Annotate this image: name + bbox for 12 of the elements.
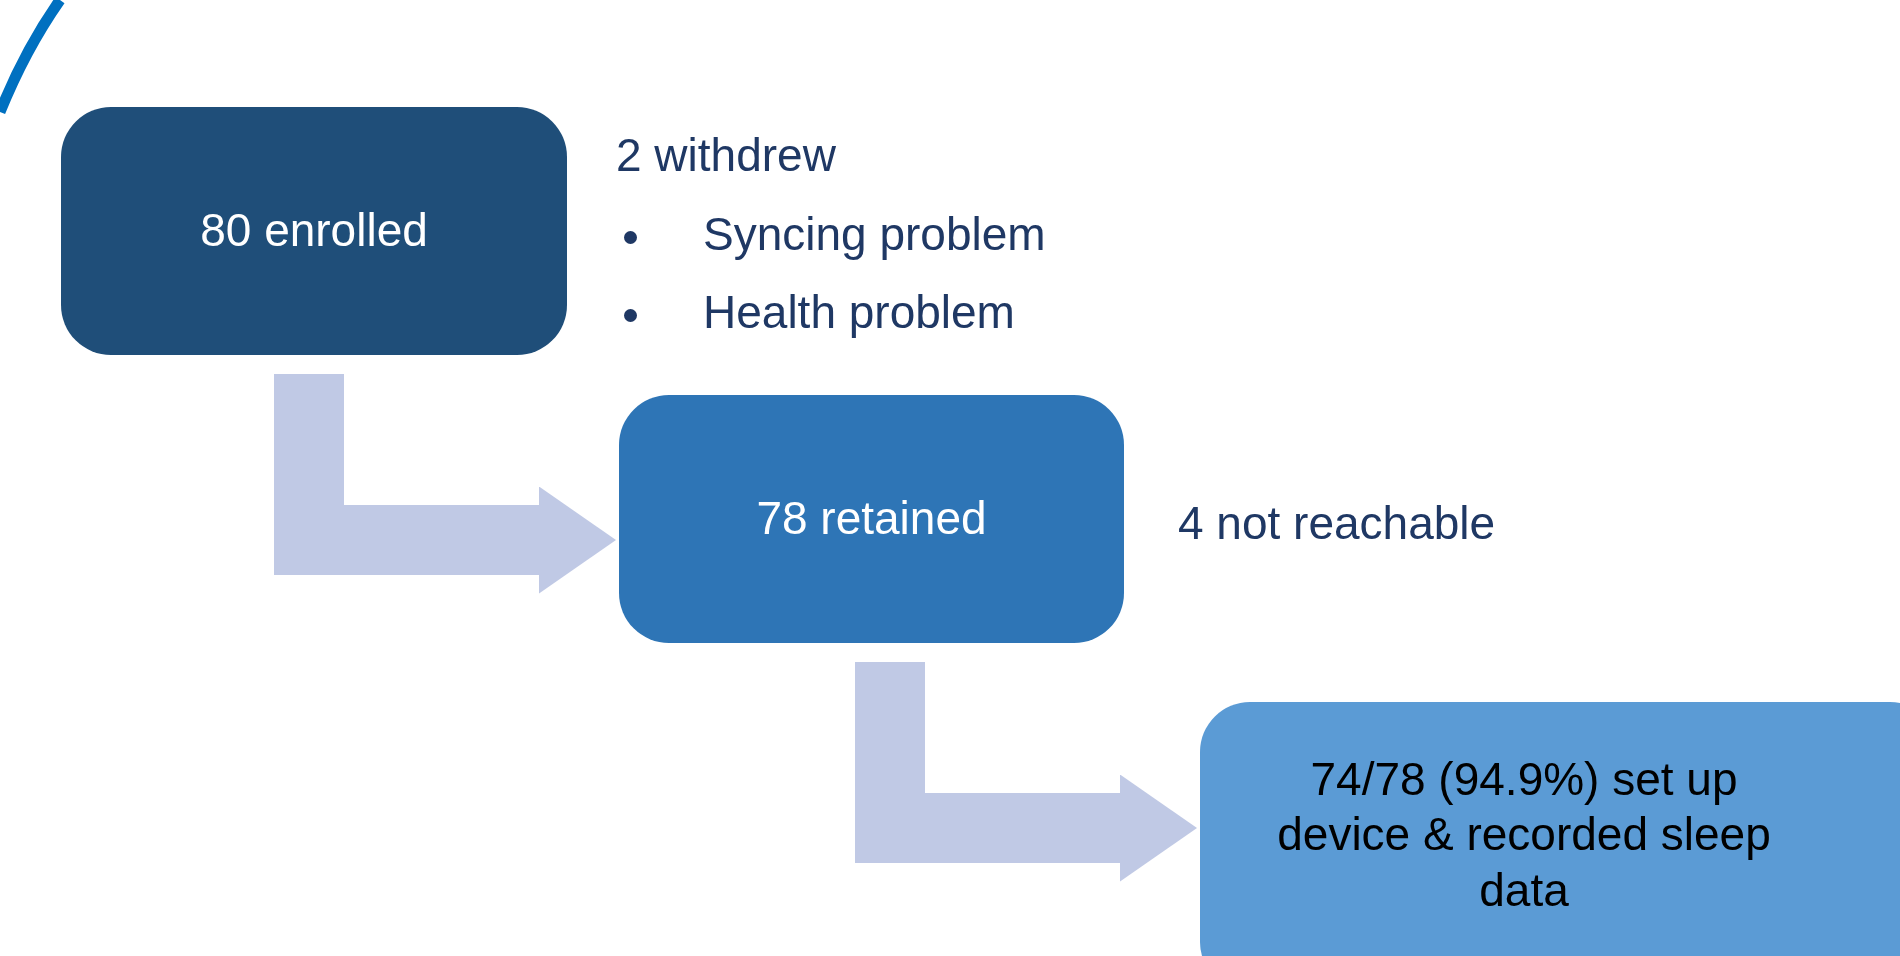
- box-text: 80 enrolled: [200, 203, 428, 259]
- note-text: 2 withdrew: [616, 128, 836, 183]
- block-arrow: [274, 374, 616, 594]
- note-text: Health problem: [703, 285, 1015, 340]
- box-text: 74/78 (94.9%) set up device & recorded sleep data: [1276, 752, 1772, 918]
- note-text: 4 not reachable: [1178, 496, 1496, 551]
- note-text: Syncing problem: [703, 207, 1046, 262]
- block-arrow: [855, 662, 1197, 882]
- rounded-box: [619, 395, 1124, 643]
- rounded-box: [61, 107, 567, 355]
- box-text: 78 retained: [756, 491, 987, 547]
- rounded-box: [1200, 702, 1900, 956]
